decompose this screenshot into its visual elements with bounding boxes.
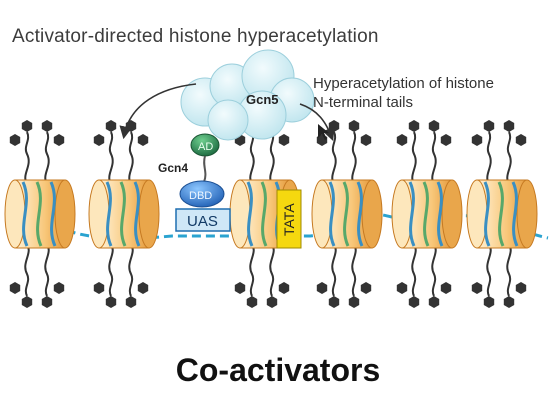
gcn5-label: Gcn5 — [246, 92, 279, 107]
acetyl-group — [137, 134, 149, 146]
acetyl-group — [396, 134, 408, 146]
acetyl-group — [125, 296, 137, 308]
acetyl-group — [483, 296, 495, 308]
acetyl-group — [53, 134, 65, 146]
histone-tail — [351, 243, 357, 297]
svg-text:TATA: TATA — [281, 203, 297, 236]
acetyl-group — [471, 134, 483, 146]
acetyl-group — [408, 296, 420, 308]
acetyl-group — [396, 282, 408, 294]
gcn4-label: Gcn4 — [158, 161, 188, 175]
cursor-icon — [318, 124, 329, 140]
uas-label: UAS — [187, 213, 218, 230]
histone-tail — [411, 131, 417, 185]
annotation: Hyperacetylation of histone N-terminal t… — [313, 74, 494, 112]
acetyl-group — [41, 120, 53, 132]
gcn5-complex — [180, 49, 315, 141]
acetyl-group — [408, 120, 420, 132]
histone-tail — [44, 131, 50, 185]
acetyl-group — [440, 282, 452, 294]
histone-tail — [486, 243, 492, 297]
left-arrow — [119, 83, 197, 140]
nucleosome — [311, 120, 383, 308]
uas-box — [175, 208, 231, 232]
histone-tail — [331, 131, 337, 185]
acetyl-group — [360, 134, 372, 146]
acetyl-group — [93, 134, 105, 146]
nucleosome — [466, 120, 538, 308]
acetyl-group — [278, 282, 290, 294]
acetyl-group — [471, 282, 483, 294]
histone-tail — [351, 131, 357, 185]
acetyl-group — [53, 282, 65, 294]
acetyl-group — [328, 296, 340, 308]
acetyl-group — [9, 134, 21, 146]
histone-tail — [128, 243, 134, 297]
acetyl-group — [21, 120, 33, 132]
acetyl-group — [41, 296, 53, 308]
footer-caption: Co-activators — [175, 352, 381, 388]
acetyl-group — [515, 134, 527, 146]
histone-tail — [269, 131, 275, 185]
histone-tail — [24, 131, 30, 185]
histone-tail — [431, 131, 437, 185]
acetyl-group — [483, 120, 495, 132]
histone-tail — [506, 131, 512, 185]
histone-tail — [269, 243, 275, 297]
acetyl-group — [278, 134, 290, 146]
annotation-line-2: N-terminal tails — [313, 94, 414, 111]
acetyl-group — [360, 282, 372, 294]
acetyl-group — [440, 134, 452, 146]
acetyl-group — [428, 120, 440, 132]
right-arrow — [299, 103, 335, 141]
nucleosome — [88, 120, 160, 308]
dbd-domain — [179, 180, 225, 208]
acetyl-group — [328, 120, 340, 132]
acetyl-group — [137, 282, 149, 294]
acetyl-group — [93, 282, 105, 294]
acetyl-group — [316, 282, 328, 294]
acetyl-group — [105, 296, 117, 308]
acetyl-group — [21, 296, 33, 308]
histone-tail — [411, 243, 417, 297]
acetyl-group — [428, 296, 440, 308]
histone-tail — [249, 243, 255, 297]
histone-tail — [108, 243, 114, 297]
histone-tail — [431, 243, 437, 297]
acetyl-group — [234, 282, 246, 294]
histone-tail — [44, 243, 50, 297]
histone-tail — [128, 131, 134, 185]
acetyl-group — [105, 120, 117, 132]
annotation-line-1: Hyperacetylation of histone — [313, 75, 494, 92]
ad-label: AD — [198, 141, 213, 153]
histone-tail — [506, 243, 512, 297]
histone-tail — [331, 243, 337, 297]
acetyl-group — [246, 296, 258, 308]
histone-tail — [108, 131, 114, 185]
nucleosome — [4, 120, 76, 308]
acetyl-group — [266, 296, 278, 308]
acetyl-group — [503, 296, 515, 308]
nucleosome — [391, 120, 463, 308]
acetyl-group — [9, 282, 21, 294]
histone-tail — [24, 243, 30, 297]
acetyl-group — [515, 282, 527, 294]
histone-tail — [249, 131, 255, 185]
acetyl-group — [348, 296, 360, 308]
tata-box: TATA — [276, 189, 302, 249]
diagram-title: Activator-directed histone hyperacetylat… — [12, 26, 379, 47]
acetyl-group — [348, 120, 360, 132]
acetyl-group — [503, 120, 515, 132]
gcn4-linker — [203, 155, 207, 183]
histone-tail — [486, 131, 492, 185]
dbd-label: DBD — [189, 190, 212, 202]
